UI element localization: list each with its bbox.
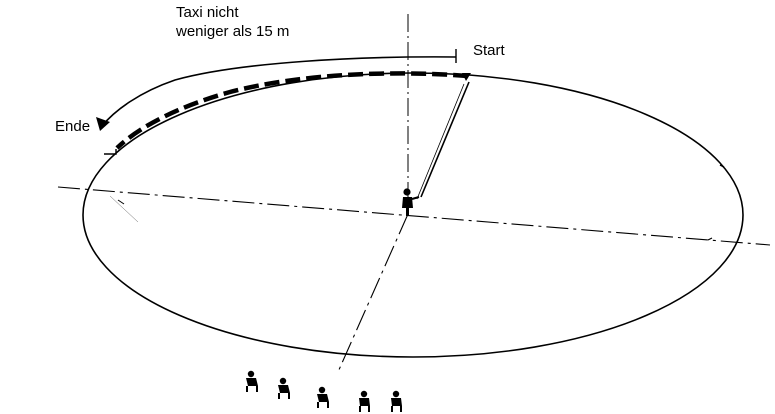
end-label: Ende (55, 118, 91, 135)
circle-tick-left (117, 199, 125, 205)
start-label: Start (473, 42, 505, 59)
circle-tick-right (719, 164, 725, 168)
taxi-distance-label-line2: weniger als 15 m (176, 23, 290, 40)
seated-person-icon (359, 390, 370, 412)
horizontal-axis-line (57, 186, 771, 246)
flight-circle (82, 72, 744, 358)
control-line (420, 81, 470, 198)
seated-person-icon (391, 390, 402, 412)
end-mark (104, 149, 117, 155)
standing-person-icon (402, 188, 420, 216)
start-marker (462, 73, 471, 81)
control-line-shadow (416, 83, 465, 200)
taxi-distance-label-line1: Taxi nicht (176, 4, 239, 21)
seated-person-icon (246, 370, 258, 392)
seated-person-icon (278, 377, 290, 399)
spectator-axis-line (337, 213, 409, 373)
faint-line-left (109, 195, 139, 223)
taxi-distance-arrow (96, 49, 457, 131)
taxi-path-dashed (115, 71, 469, 150)
seated-person-icon (317, 386, 329, 408)
circle-tick-lower-right (707, 237, 713, 241)
